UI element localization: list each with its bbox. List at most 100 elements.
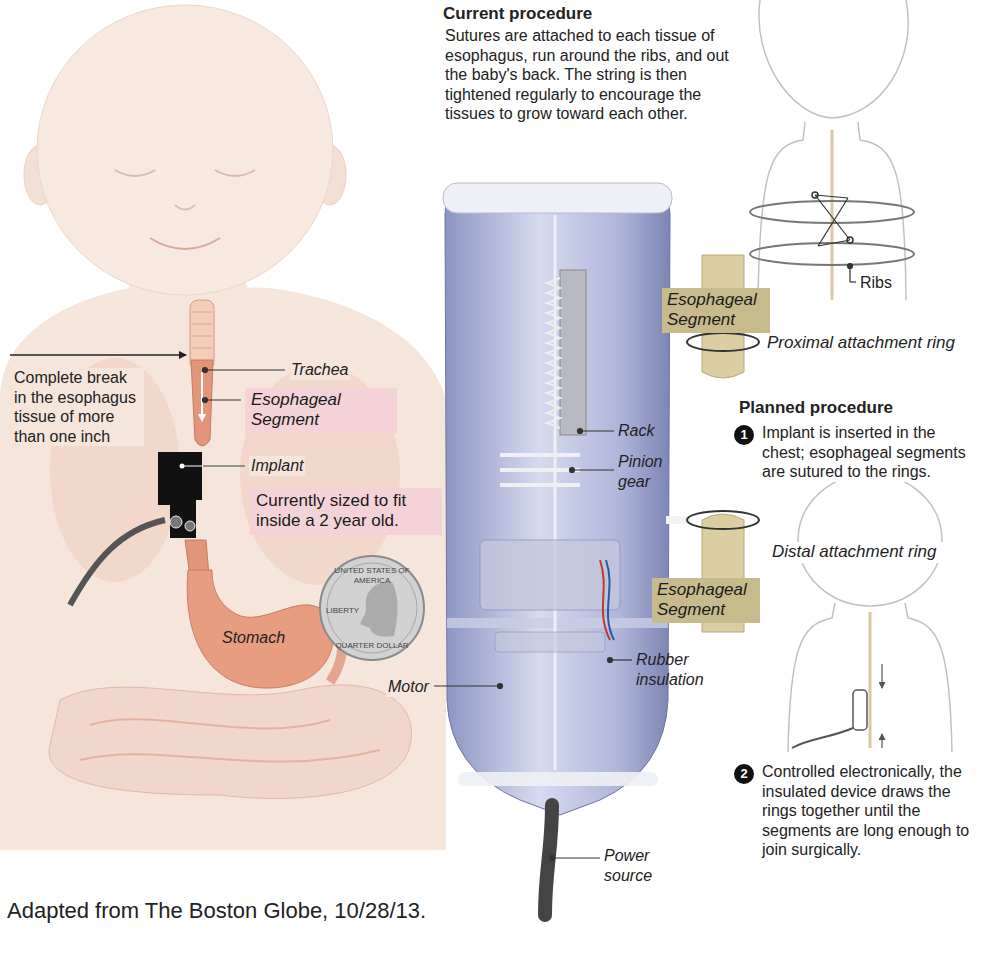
leader-lines-part <box>552 857 600 858</box>
current-procedure-figure-part <box>759 0 908 118</box>
baby-figure-part <box>150 238 220 249</box>
implant-device-part <box>606 560 614 640</box>
implant-device-part <box>458 772 658 786</box>
part-label: Motor <box>386 677 431 697</box>
label-box: Esophageal Segment <box>662 288 770 333</box>
leader-lines-part <box>203 368 208 373</box>
leader-lines-part <box>182 465 245 466</box>
leader-lines-part <box>434 685 500 686</box>
implant-device-part <box>554 215 557 770</box>
figure-caption: Adapted from The Boston Globe, 10/28/13. <box>7 898 426 925</box>
coin-text: LIBERTY <box>326 606 359 616</box>
leader-lines-part <box>848 264 853 269</box>
baby-figure-part <box>115 170 155 176</box>
baby-figure-part <box>0 285 446 850</box>
baby-figure-part <box>37 5 333 295</box>
current-procedure-figure-part <box>750 201 914 223</box>
leader-lines-part <box>205 369 285 370</box>
quarter-coin <box>320 556 424 660</box>
leader-lines-part <box>498 684 503 689</box>
implant-device-part <box>443 183 672 213</box>
node-text: Esophageal Segment <box>251 390 391 431</box>
quarter-coin-part <box>360 582 398 637</box>
part-label: Pinion gear <box>618 452 670 491</box>
planned-procedure-figure-part <box>788 603 835 752</box>
note-box: Currently sized to fit inside a 2 year o… <box>250 488 442 535</box>
part-label: Rack <box>618 421 654 441</box>
implant-device-part <box>500 453 580 457</box>
leader-lines-part <box>205 399 241 400</box>
label-box: Esophageal Segment <box>245 388 397 433</box>
baby-figure-part <box>80 719 380 761</box>
leader-lines-part <box>578 429 583 434</box>
leader-lines-part <box>580 430 614 431</box>
planned-procedure-figure-part <box>792 728 853 748</box>
baby-figure-part <box>192 312 212 348</box>
leader-lines-part <box>570 468 575 473</box>
node-text: Esophageal Segment <box>667 290 765 331</box>
implant-device-part <box>547 278 560 428</box>
planned-procedure-figure-part <box>869 612 872 748</box>
leader-lines-part <box>572 469 614 470</box>
current-procedure-figure-part <box>758 122 805 300</box>
part-label: Rubber insulation <box>636 650 722 689</box>
section-heading: Planned procedure <box>737 398 976 419</box>
coin-text: QUARTER DOLLAR <box>334 641 410 651</box>
part-label: Trachea <box>289 360 351 380</box>
planned-procedure-figure <box>788 474 952 752</box>
node-text: 1 <box>740 427 747 443</box>
node-text: Esophageal Segment <box>657 580 755 621</box>
leader-lines-part <box>203 398 208 403</box>
part-label: Proximal attachment ring <box>765 333 969 354</box>
label-box: Esophageal Segment <box>652 578 760 623</box>
baby-figure <box>0 5 446 850</box>
baby-figure-part <box>170 516 182 528</box>
implant-device-part <box>687 333 759 351</box>
leader-lines-part <box>610 659 632 660</box>
baby-figure-part <box>240 365 400 585</box>
current-procedure-figure-part <box>858 122 906 300</box>
leader-lines-part <box>608 658 613 663</box>
step-text: Controlled electronically, the insulated… <box>760 762 976 860</box>
baby-figure-part <box>191 360 213 446</box>
baby-figure-part <box>158 452 202 538</box>
part-label: Ribs <box>858 273 894 293</box>
node-text: 2 <box>740 766 747 782</box>
leader-lines-part <box>850 281 856 282</box>
baby-figure-part <box>187 570 333 688</box>
implant-device-part <box>447 618 668 628</box>
current-procedure-figure-part <box>812 192 818 198</box>
current-procedure-figure-part <box>750 243 914 265</box>
current-procedure-figure <box>750 0 914 300</box>
part-label: Distal attachment ring <box>770 542 974 563</box>
leader-lines-part <box>203 465 245 466</box>
part-label: Implant <box>249 456 305 476</box>
section-heading: Current procedure <box>443 4 743 25</box>
implant-device-part <box>560 270 586 435</box>
callout-number: 2 <box>734 764 754 784</box>
baby-figure-part <box>10 354 186 356</box>
part-label: Power source <box>604 846 674 885</box>
planned-procedure-figure-part <box>881 664 882 688</box>
note-text: Complete break in the esophagus tissue o… <box>12 368 144 446</box>
node-text: Currently sized to fit inside a 2 year o… <box>256 491 436 532</box>
current-procedure-figure-part <box>847 237 853 243</box>
implant-device-part <box>500 483 580 487</box>
leader-lines-part <box>180 464 185 469</box>
planned-procedure-figure-part <box>905 603 952 752</box>
quarter-coin-part <box>320 556 424 660</box>
baby-figure-part <box>70 520 165 605</box>
part-label: Stomach <box>222 628 285 648</box>
baby-figure-part <box>49 685 411 799</box>
leader-lines <box>180 264 857 861</box>
quarter-coin-part <box>327 563 417 653</box>
leader-lines-part <box>550 856 555 861</box>
implant-device-part <box>495 632 605 652</box>
implant-device-part <box>687 511 759 529</box>
baby-figure-part <box>175 205 195 210</box>
baby-figure-part <box>185 521 195 531</box>
planned-procedure-figure-part <box>798 474 942 606</box>
description-text: Sutures are attached to each tissue of e… <box>443 26 747 124</box>
coin-text: UNITED STATES OF AMERICA <box>334 566 410 586</box>
